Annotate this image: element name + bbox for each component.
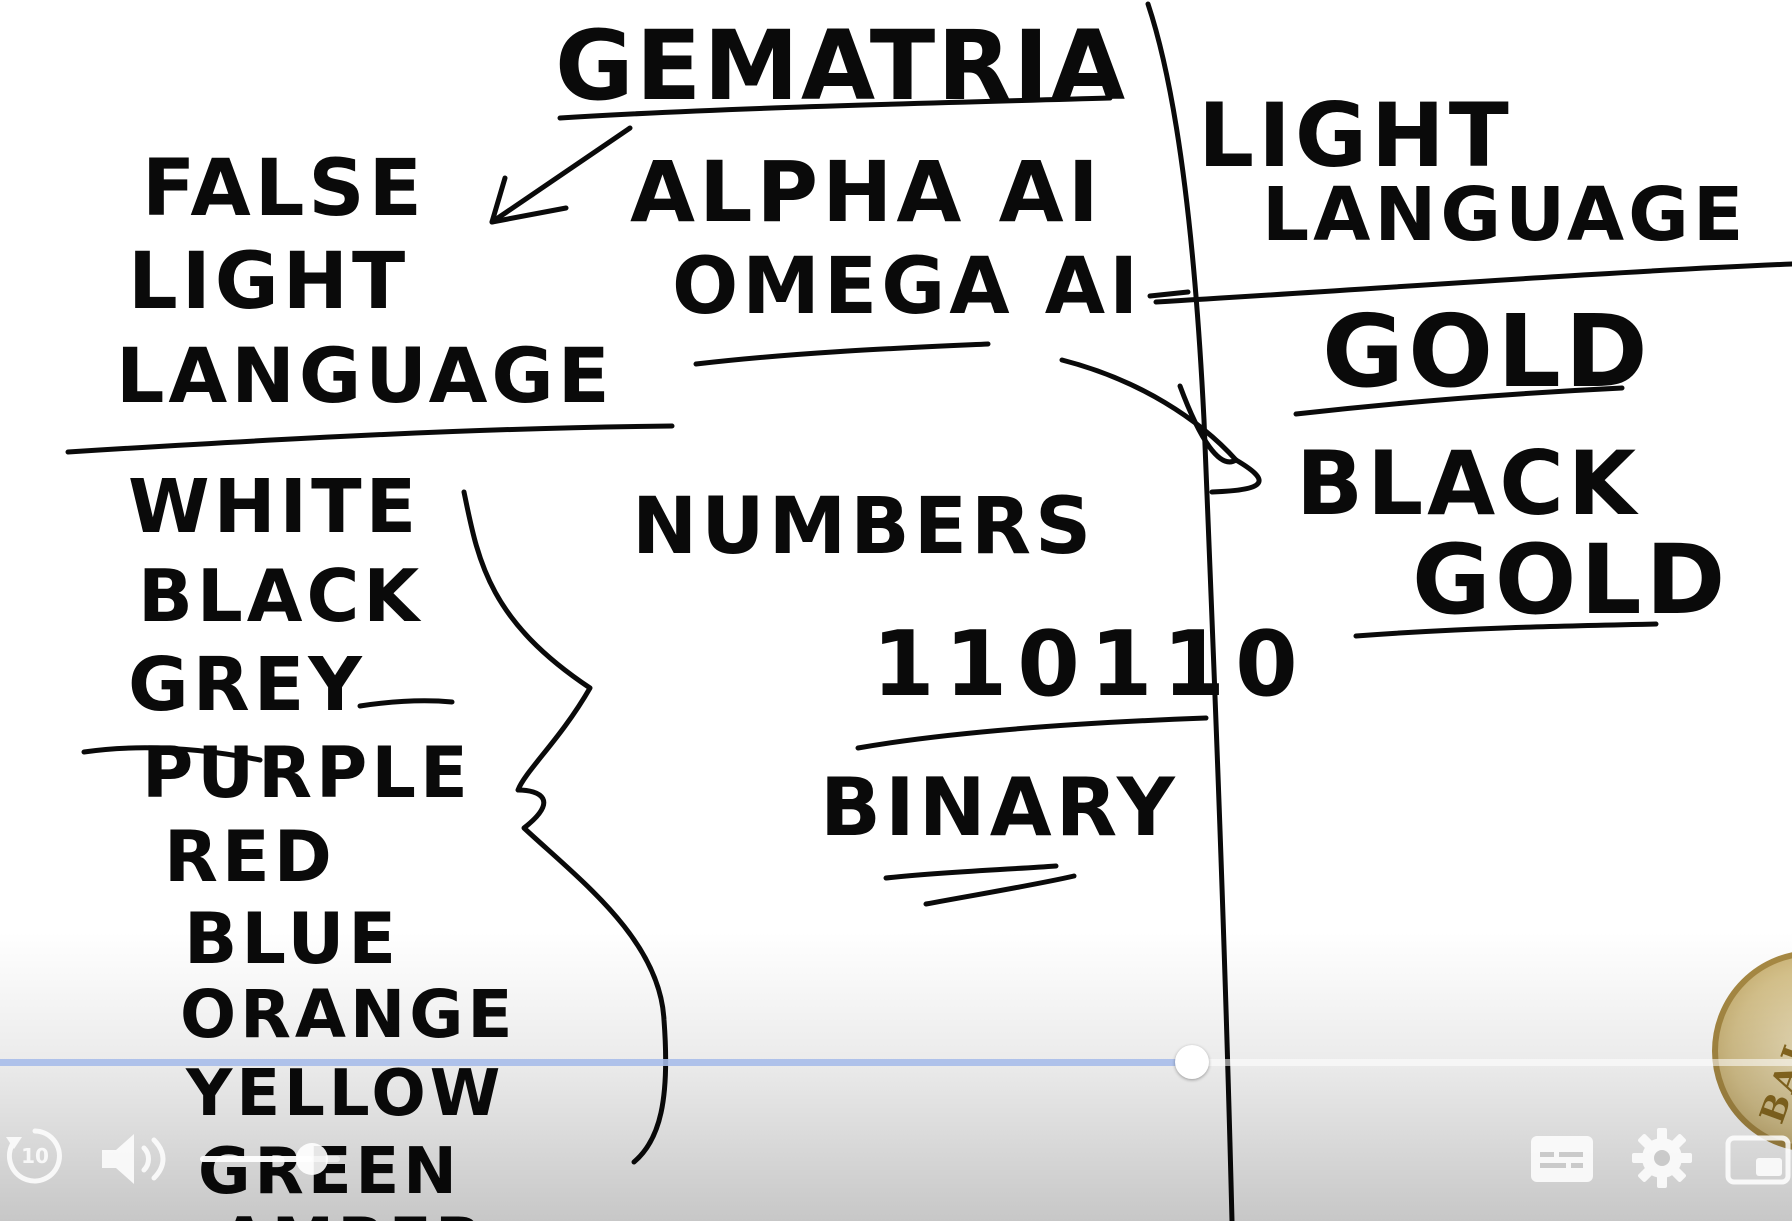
grey-stroke [357,698,455,709]
black-gold-underline [1353,621,1659,639]
vertical-divider [1145,1,1235,1221]
right-heading-light: LIGHT [1198,84,1513,187]
label-bits: 110110 [872,612,1308,717]
gear-icon [1632,1128,1692,1188]
heading-light: LIGHT [128,237,410,327]
replay-10-icon [6,1128,62,1184]
right-heading-language: LANGUAGE [1262,172,1748,258]
volume-button[interactable] [98,1128,174,1190]
title-underline [557,95,1113,121]
volume-thumb[interactable] [296,1143,328,1175]
seal-text: BAL INTE [1752,1021,1792,1143]
settings-button[interactable] [1628,1124,1696,1192]
captions-button[interactable] [1528,1128,1596,1190]
arrow-shaft-left [489,125,633,225]
color-item-purple: PURPLE [142,732,472,814]
color-item-amber: AMBER [220,1210,487,1221]
label-black-gold: GOLD [1412,524,1730,636]
left-heading-underline [65,423,675,455]
title-gematria: GEMATRIA [555,10,1128,122]
label-omega-ai: OMEGA AI [672,242,1143,332]
color-item-white: WHITE [128,464,421,550]
arrow-curve-right [1059,357,1239,463]
purple-stroke [81,745,263,763]
binary-underline-1 [883,863,1059,881]
arrow-head-right [1177,383,1239,465]
color-item-yellow: YELLOW [186,1057,505,1131]
binary-underline-2 [923,873,1077,907]
progress-bar[interactable] [0,1059,1792,1066]
right-heading-underline [1153,261,1792,305]
label-alpha-ai: ALPHA AI [630,143,1103,241]
color-item-black: BLACK [138,554,424,638]
color-item-red: RED [164,816,336,898]
omega-underline [693,341,991,367]
picture-in-picture-icon [1725,1135,1791,1185]
progress-fill [0,1059,1192,1066]
captions-icon [1531,1136,1593,1182]
color-item-green: GREEN [198,1135,461,1209]
volume-level [200,1156,312,1162]
progress-thumb[interactable] [1174,1045,1209,1079]
pip-button[interactable] [1724,1128,1792,1190]
label-binary: BINARY [820,761,1179,854]
volume-icon [102,1134,166,1184]
volume-slider[interactable] [200,1156,340,1162]
arrow-head-left [489,175,569,225]
replay-label: 10 [21,1144,49,1168]
color-item-grey: GREY [128,642,366,728]
arrow-tip-right [1209,457,1262,495]
gold-underline [1293,385,1625,417]
replay-10-button[interactable]: 10 [4,1125,66,1187]
color-item-blue: BLUE [184,898,401,980]
divider-tick [1147,289,1191,299]
label-numbers: NUMBERS [632,482,1096,572]
heading-language: LANGUAGE [116,331,614,420]
bits-underline [855,715,1209,751]
color-item-orange: ORANGE [180,976,517,1053]
label-black: BLACK [1296,432,1641,535]
label-gold: GOLD [1322,293,1652,410]
heading-false: FALSE [142,144,426,234]
color-brace [461,489,669,1165]
